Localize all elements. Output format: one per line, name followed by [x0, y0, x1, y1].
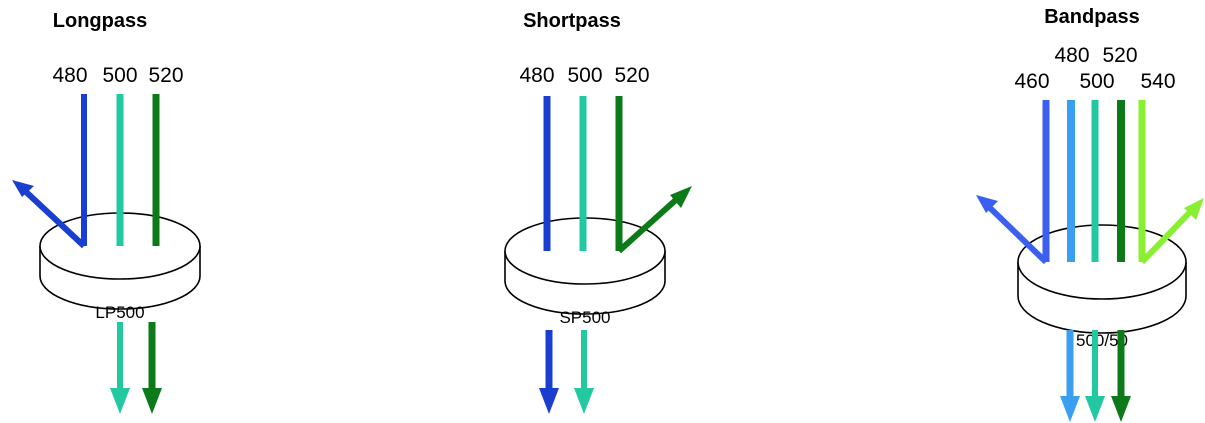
bandpass-panel: Bandpass 460 480 500 520 540 500/50: [976, 6, 1204, 422]
longpass-wl-520-label: 520: [148, 64, 183, 87]
shortpass-wl-520-label: 520: [614, 64, 649, 87]
bandpass-wl-500-label: 500: [1079, 70, 1114, 93]
shortpass-title: Shortpass: [523, 10, 621, 32]
bandpass-wl-520-label: 520: [1102, 44, 1137, 67]
longpass-filter-label: LP500: [95, 303, 144, 322]
bandpass-arrowhead-480: [1060, 396, 1080, 422]
bandpass-arrowhead-520: [1111, 396, 1131, 422]
shortpass-beam-520-reflected: [616, 195, 681, 254]
longpass-wl-500-label: 500: [102, 64, 137, 87]
longpass-arrowhead-520: [142, 388, 162, 414]
bandpass-wl-460-label: 460: [1014, 70, 1049, 93]
longpass-title: Longpass: [53, 10, 147, 32]
longpass-panel: Longpass 480 500 520 LP500: [12, 10, 201, 414]
longpass-arrowhead-480: [12, 180, 34, 197]
shortpass-arrowhead-500: [574, 388, 594, 414]
shortpass-panel: Shortpass 480 500 520 SP500: [504, 10, 692, 414]
bandpass-wl-540-label: 540: [1140, 70, 1175, 93]
longpass-arrowhead-500: [110, 388, 130, 414]
bandpass-beam-540-reflected: [1139, 207, 1195, 265]
longpass-beam-480-reflected: [21, 187, 87, 249]
shortpass-wl-480-label: 480: [519, 64, 554, 87]
bandpass-arrowhead-460: [976, 195, 998, 213]
longpass-wl-480-label: 480: [52, 64, 87, 87]
bandpass-arrowhead-540: [1184, 198, 1204, 220]
bandpass-wl-480-label: 480: [1054, 44, 1089, 67]
bandpass-title: Bandpass: [1044, 6, 1140, 28]
shortpass-arrowhead-480: [539, 388, 559, 414]
shortpass-arrowhead-520: [670, 186, 692, 208]
shortpass-filter-label: SP500: [559, 308, 610, 327]
bandpass-beam-460-reflected: [985, 203, 1049, 265]
shortpass-wl-500-label: 500: [567, 64, 602, 87]
bandpass-arrowhead-500: [1085, 396, 1105, 422]
bandpass-filter-label: 500/50: [1076, 331, 1128, 350]
